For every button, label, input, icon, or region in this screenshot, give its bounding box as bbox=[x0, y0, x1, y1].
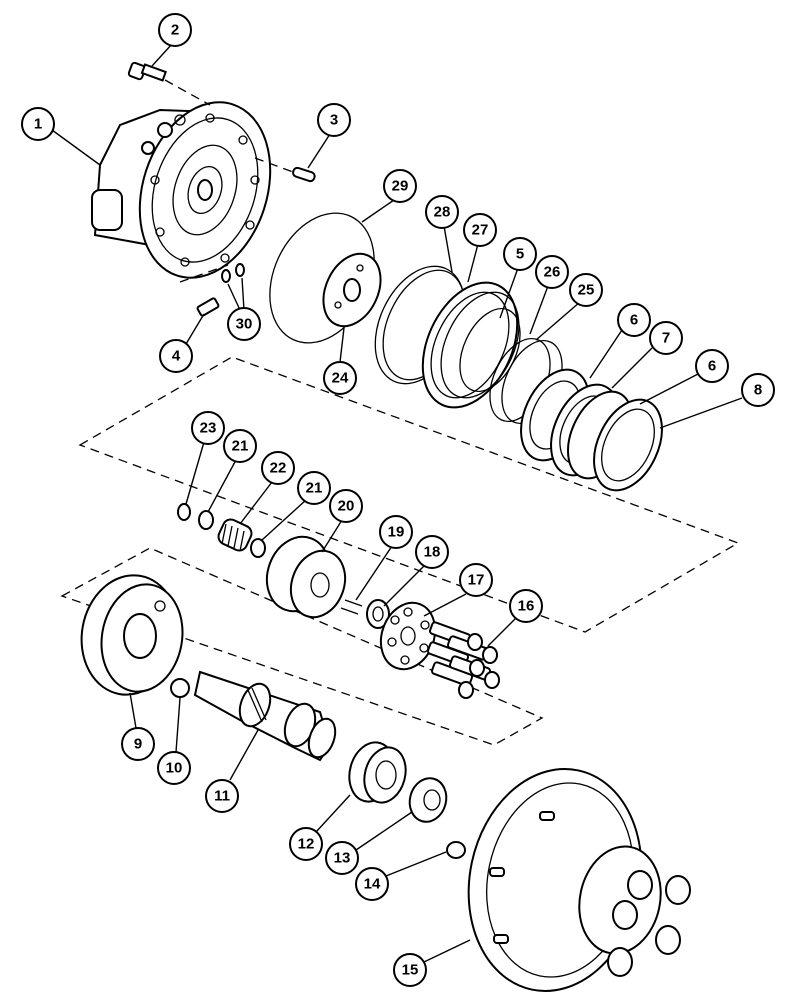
callout-label: 17 bbox=[468, 572, 485, 589]
callout-6b: 6 bbox=[639, 349, 729, 405]
callout-label: 6 bbox=[630, 312, 638, 329]
callout-label: 13 bbox=[334, 850, 351, 867]
callout-label: 20 bbox=[338, 498, 355, 515]
callout-30: 30 bbox=[227, 277, 261, 341]
callout-label: 4 bbox=[172, 348, 181, 365]
callout-label: 23 bbox=[200, 420, 217, 437]
callout-6a: 6 bbox=[589, 303, 651, 379]
callout-27: 27 bbox=[463, 213, 497, 283]
callout-label: 14 bbox=[364, 876, 381, 893]
callout-label: 3 bbox=[330, 112, 338, 129]
callout-label: 25 bbox=[578, 282, 595, 299]
dowel-pin-icon bbox=[254, 157, 316, 183]
callout-19: 19 bbox=[355, 515, 413, 601]
callout-label: 21 bbox=[306, 480, 323, 497]
drive-hub-icon bbox=[467, 768, 691, 992]
callout-label: 10 bbox=[166, 760, 183, 777]
callout-5: 5 bbox=[499, 237, 537, 319]
callout-18: 18 bbox=[383, 535, 449, 607]
callout-17: 17 bbox=[423, 563, 493, 617]
callout-20: 20 bbox=[321, 489, 363, 553]
drive-shaft-icon bbox=[193, 670, 337, 762]
callout-label: 1 bbox=[34, 116, 42, 133]
bearing-icon bbox=[348, 741, 407, 804]
spring-icon bbox=[217, 518, 253, 552]
callout-8: 8 bbox=[659, 373, 775, 429]
callout-label: 8 bbox=[754, 382, 762, 399]
valve-plate-icon bbox=[322, 252, 382, 328]
retaining-ring-icon bbox=[593, 398, 663, 492]
callout-24: 24 bbox=[323, 327, 357, 395]
o-ring-small-icon bbox=[221, 263, 245, 283]
callout-21b: 21 bbox=[261, 471, 331, 541]
motor-housing-icon bbox=[91, 101, 272, 279]
callout-7: 7 bbox=[611, 321, 683, 389]
callout-label: 26 bbox=[544, 264, 561, 281]
callout-label: 7 bbox=[662, 330, 670, 347]
callout-label: 5 bbox=[516, 246, 524, 263]
callout-21a: 21 bbox=[207, 429, 257, 513]
cylinder-block-icon bbox=[265, 535, 347, 619]
callout-2: 2 bbox=[151, 13, 192, 67]
swash-plate-icon bbox=[80, 574, 184, 696]
callout-label: 6 bbox=[708, 358, 716, 375]
callout-label: 2 bbox=[171, 22, 179, 39]
callout-label: 22 bbox=[270, 460, 287, 477]
piston-set-icon bbox=[426, 621, 500, 699]
callout-4: 4 bbox=[159, 313, 205, 373]
callout-label: 24 bbox=[332, 370, 349, 387]
retainer-plate-icon bbox=[379, 601, 437, 671]
callout-22: 22 bbox=[239, 451, 295, 525]
callout-label: 28 bbox=[434, 204, 451, 221]
washer-icon bbox=[198, 510, 266, 558]
callout-label: 30 bbox=[236, 316, 253, 333]
callout-14: 14 bbox=[355, 851, 447, 901]
snap-ring-icon bbox=[177, 503, 191, 521]
callout-label: 11 bbox=[214, 788, 230, 805]
callout-10: 10 bbox=[157, 697, 191, 785]
group-outline-lower bbox=[60, 547, 544, 746]
callout-label: 29 bbox=[392, 178, 409, 195]
callout-label: 15 bbox=[402, 962, 419, 979]
callout-9: 9 bbox=[121, 692, 155, 761]
plug-icon bbox=[179, 264, 229, 317]
callout-label: 18 bbox=[424, 544, 441, 561]
callout-label: 27 bbox=[472, 222, 489, 239]
callout-23: 23 bbox=[185, 411, 225, 505]
callout-16: 16 bbox=[487, 589, 543, 647]
callout-29: 29 bbox=[361, 169, 417, 223]
callout-label: 16 bbox=[518, 598, 535, 615]
callout-label: 9 bbox=[134, 736, 142, 753]
callout-3: 3 bbox=[307, 103, 351, 169]
ball-icon bbox=[170, 678, 190, 698]
spacer-icon bbox=[408, 777, 448, 823]
small-plug-icon bbox=[446, 841, 466, 859]
callout-label: 21 bbox=[232, 438, 249, 455]
callout-15: 15 bbox=[393, 939, 471, 987]
callout-11: 11 bbox=[205, 729, 259, 813]
callout-25: 25 bbox=[535, 273, 603, 341]
callout-28: 28 bbox=[425, 195, 459, 273]
pin-icon bbox=[340, 599, 363, 615]
callout-13: 13 bbox=[325, 811, 413, 875]
callout-26: 26 bbox=[529, 255, 569, 335]
callout-1: 1 bbox=[21, 107, 101, 166]
callout-12: 12 bbox=[289, 794, 351, 861]
callout-label: 19 bbox=[388, 524, 405, 541]
spherical-bushing-icon bbox=[366, 599, 390, 629]
callout-label: 12 bbox=[298, 836, 315, 853]
cap-screw-icon bbox=[127, 61, 211, 106]
group-outline-upper bbox=[78, 356, 740, 633]
